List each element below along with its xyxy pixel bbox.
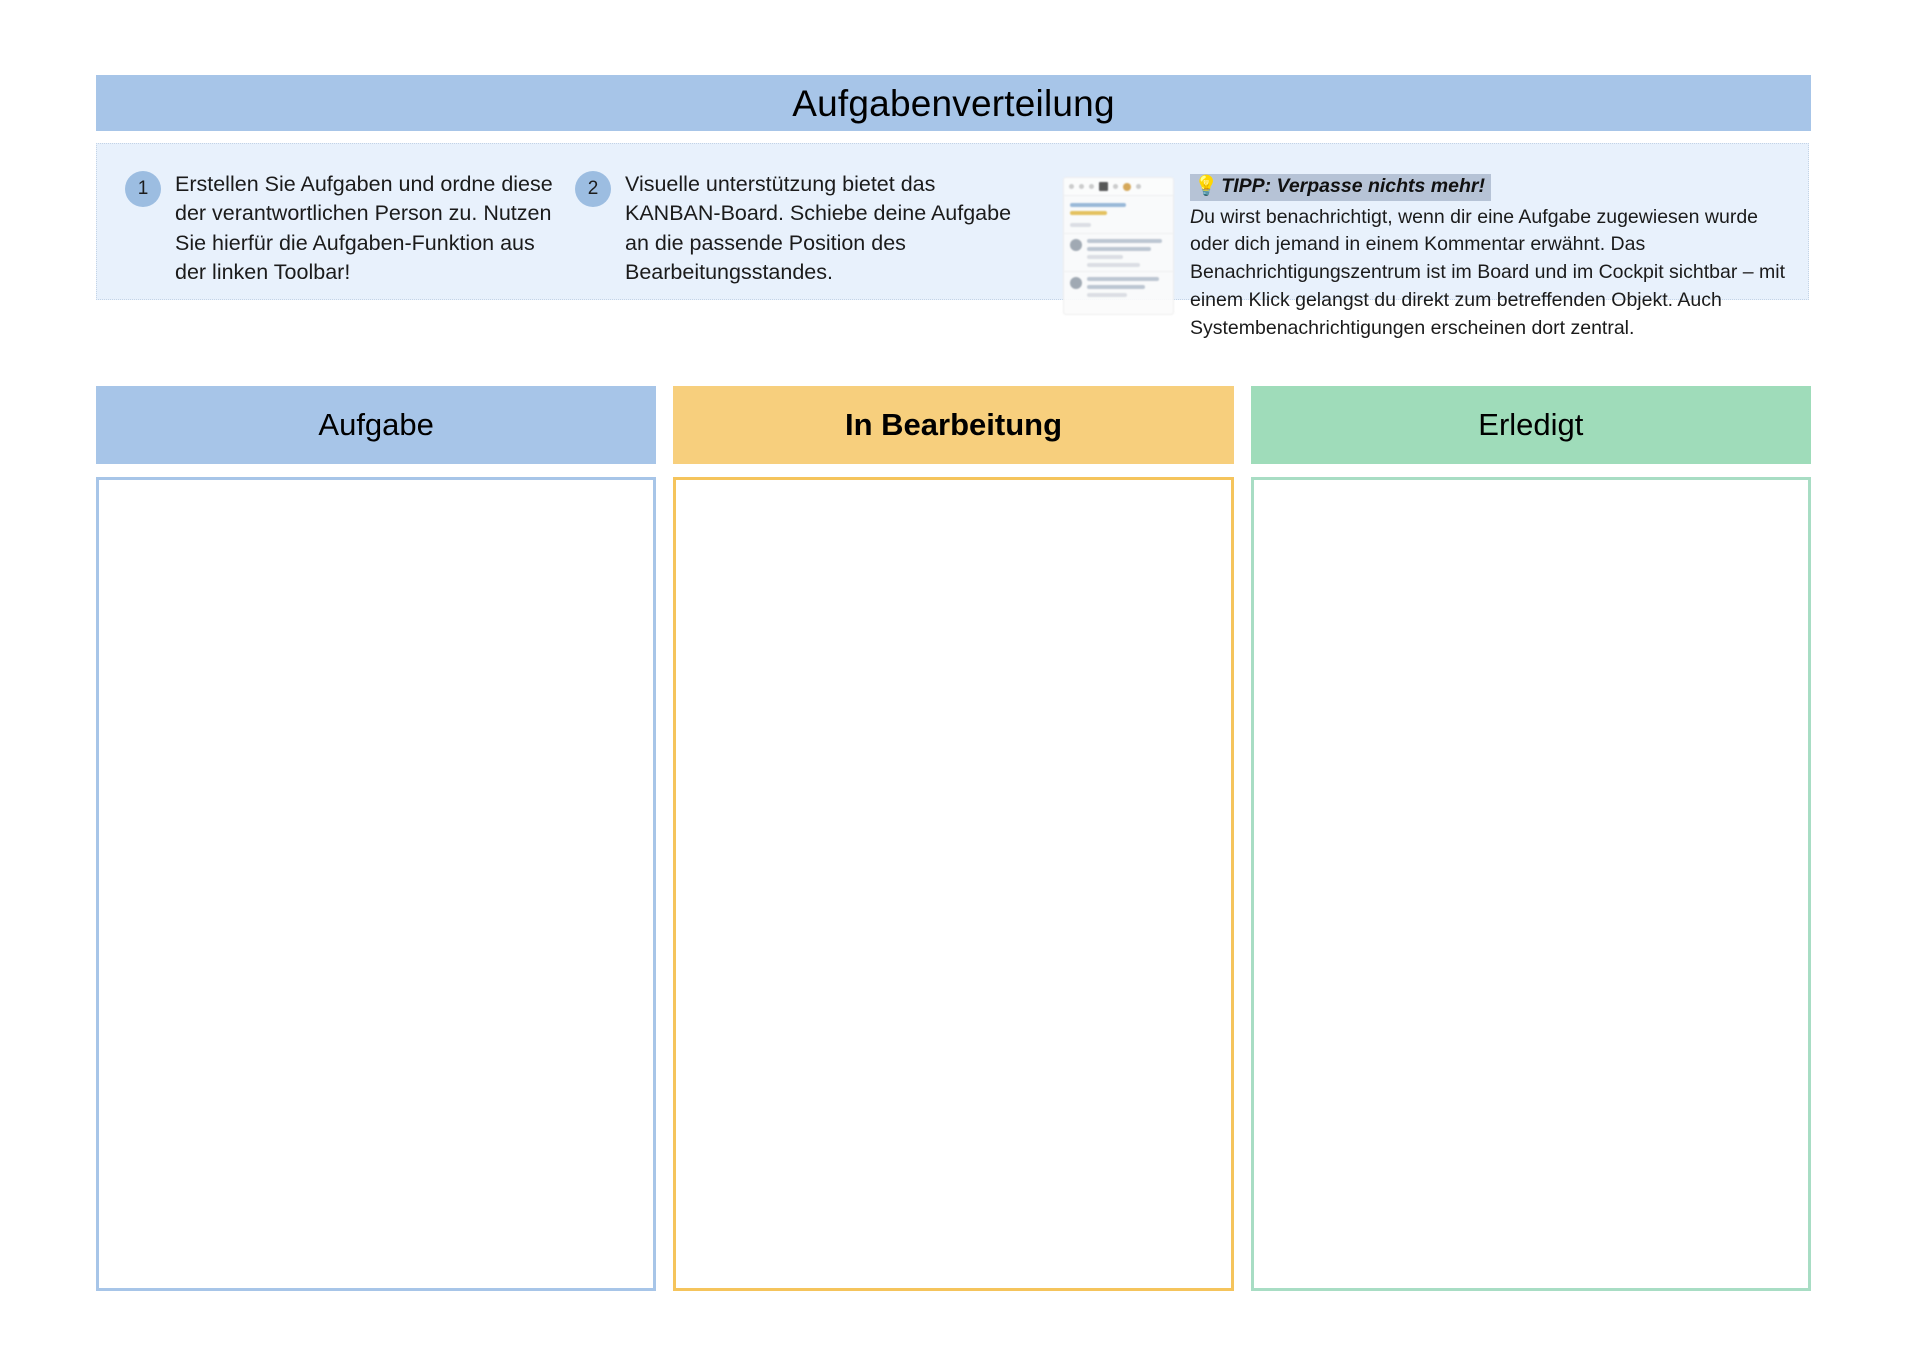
column-header-todo: Aufgabe bbox=[96, 386, 657, 464]
tip-body: Du wirst benachrichtigt, wenn dir eine A… bbox=[1190, 204, 1790, 342]
instruction-panel: 1 Erstellen Sie Aufgaben und ordne diese… bbox=[96, 143, 1809, 339]
thumb-notification-row bbox=[1064, 233, 1173, 271]
tip-body-text: u wirst benachrichtigt, wenn dir eine Au… bbox=[1190, 205, 1785, 339]
column-title-doing: In Bearbeitung bbox=[844, 407, 1062, 442]
thumb-line bbox=[1087, 239, 1163, 243]
step-text-2: Visuelle unterstützung bietet das KANBAN… bbox=[625, 172, 1012, 285]
step-text-1: Erstellen Sie Aufgaben und ordne diese d… bbox=[175, 172, 553, 285]
thumb-avatar bbox=[1070, 239, 1082, 251]
thumb-notification-row bbox=[1064, 271, 1173, 301]
thumb-avatar bbox=[1070, 277, 1082, 289]
instruction-step-1: 1 Erstellen Sie Aufgaben und ordne diese… bbox=[97, 144, 567, 288]
thumb-header bbox=[1064, 196, 1173, 233]
thumb-icon-dot bbox=[1079, 184, 1084, 189]
thumb-lines bbox=[1087, 239, 1167, 271]
tip-area: 💡TIPP: Verpasse nichts mehr! Du wirst be… bbox=[1037, 144, 1808, 342]
thumb-line bbox=[1070, 211, 1107, 215]
notification-center-screenshot bbox=[1063, 177, 1174, 315]
thumb-lines bbox=[1087, 277, 1167, 301]
tip-lead-letter: D bbox=[1190, 205, 1205, 228]
thumb-icon-dot bbox=[1113, 184, 1118, 189]
thumb-toolbar bbox=[1064, 178, 1173, 196]
thumb-icon-dot bbox=[1089, 184, 1094, 189]
thumb-icon-dot bbox=[1136, 184, 1141, 189]
thumb-line bbox=[1087, 247, 1151, 251]
tip-title-text: TIPP: Verpasse nichts mehr! bbox=[1221, 175, 1485, 197]
page-title-banner: Aufgabenverteilung bbox=[96, 75, 1811, 131]
thumb-line bbox=[1087, 285, 1145, 289]
column-dropzone-done[interactable] bbox=[1250, 477, 1811, 1291]
thumb-line bbox=[1070, 223, 1092, 227]
kanban-column-todo: Aufgabe bbox=[96, 386, 657, 1291]
lightbulb-icon: 💡 bbox=[1194, 175, 1219, 197]
thumb-avatar bbox=[1123, 182, 1131, 191]
thumb-icon-dot bbox=[1069, 184, 1074, 189]
thumb-line bbox=[1070, 203, 1127, 207]
thumb-line bbox=[1087, 293, 1127, 297]
tip-title: 💡TIPP: Verpasse nichts mehr! bbox=[1190, 174, 1491, 201]
instruction-step-2: 2 Visuelle unterstützung bietet das KANB… bbox=[567, 144, 1037, 288]
column-header-doing: In Bearbeitung bbox=[673, 386, 1234, 464]
page-title: Aufgabenverteilung bbox=[792, 82, 1115, 124]
kanban-column-doing: In Bearbeitung bbox=[673, 386, 1234, 1291]
column-dropzone-todo[interactable] bbox=[96, 477, 657, 1291]
column-dropzone-doing[interactable] bbox=[673, 477, 1234, 1291]
column-title-done: Erledigt bbox=[1478, 407, 1584, 442]
step-number-badge-2: 2 bbox=[575, 171, 611, 207]
kanban-board: Aufgabe In Bearbeitung Erledigt bbox=[96, 386, 1811, 1291]
column-title-todo: Aufgabe bbox=[318, 407, 434, 442]
tip-text-wrapper: 💡TIPP: Verpasse nichts mehr! Du wirst be… bbox=[1190, 174, 1790, 342]
step-number-badge-1: 1 bbox=[125, 171, 161, 207]
thumb-line bbox=[1087, 255, 1123, 259]
column-header-done: Erledigt bbox=[1250, 386, 1811, 464]
thumb-bell-icon bbox=[1099, 182, 1108, 191]
thumb-line bbox=[1087, 277, 1159, 281]
kanban-column-done: Erledigt bbox=[1250, 386, 1811, 1291]
thumb-line bbox=[1087, 263, 1140, 267]
